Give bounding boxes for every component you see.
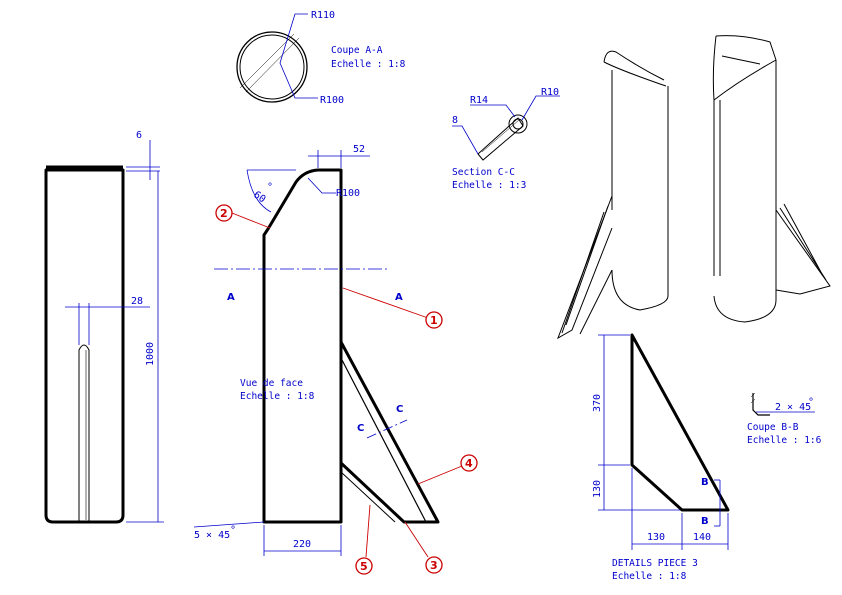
- iso-right-top-edge: [715, 35, 777, 61]
- iso-left-bottom: [611, 269, 669, 311]
- dim-chamfer-leader: [193, 521, 265, 528]
- dim-370-label: 370: [592, 394, 603, 412]
- section-b-mark-top: B: [701, 477, 709, 488]
- dim-chamfer-degree: °: [230, 525, 236, 536]
- section-b-profile: [752, 393, 770, 416]
- balloon-4-circle: [460, 454, 478, 472]
- isometric-view-right: [712, 35, 831, 323]
- section-b-scale: Echelle : 1:6: [747, 435, 822, 446]
- section-c-title: Section C-C: [452, 167, 515, 178]
- iso-left-top-edge: [603, 61, 667, 87]
- section-c-r14-label: R14: [470, 95, 488, 106]
- section-c-circle-inner: [512, 118, 524, 130]
- section-b-hatch-2: [750, 398, 756, 404]
- balloon-3-leader: [404, 521, 429, 558]
- balloon-5-leader: [365, 504, 371, 558]
- section-c-mark-left: C: [357, 423, 364, 434]
- section-a-scale: Echelle : 1:8: [331, 59, 406, 70]
- isometric-view-left: [557, 50, 669, 340]
- dim-130v-label: 130: [592, 480, 603, 498]
- dim-28-label: 28: [131, 296, 143, 307]
- iso-left-top-cut: [603, 50, 665, 81]
- section-a-radius-leaders: [279, 13, 318, 99]
- section-b-mark-bottom: B: [701, 516, 709, 527]
- dim-60-arc: [246, 169, 272, 213]
- section-c-r10-leader: [521, 95, 560, 121]
- piece-3-detail: 370 130 130 140 B B DETAILS PIECE 3 Eche…: [592, 333, 730, 582]
- part-balloons: 1 2 3 4 5: [215, 204, 478, 575]
- section-a-hatch-2: [239, 33, 295, 89]
- section-a-inner-radius: R100: [320, 95, 344, 106]
- iso-right-top-line: [721, 55, 761, 65]
- front-view-gusset: [339, 341, 440, 524]
- balloon-2-label: 2: [220, 207, 228, 220]
- iso-right-gusset-lines: [779, 203, 827, 281]
- dim-60-label: 60: [251, 189, 267, 205]
- dim-220-label: 220: [293, 539, 311, 550]
- side-view-slot: [78, 344, 90, 522]
- section-c-c: R14 R10 8 Section C-C Echelle : 1:3: [452, 87, 560, 191]
- front-view-gusset-inner: [340, 357, 427, 523]
- section-a-outer-circle: [236, 31, 308, 103]
- section-b-chamfer-label: 2 × 45: [775, 402, 811, 413]
- balloon-2-circle: [215, 204, 233, 222]
- piece-3-outline: [630, 333, 730, 512]
- balloon-5-circle: [355, 557, 373, 575]
- dim-6-label: 6: [136, 130, 142, 141]
- section-c-axis: [366, 419, 408, 439]
- iso-left-gusset-edge: [579, 269, 613, 335]
- balloon-3-label: 3: [430, 559, 438, 572]
- dim-chamfer-label: 5 × 45: [194, 530, 230, 541]
- front-view: A A 52 R100 60 ° Vue de face Echelle : 1…: [193, 144, 440, 556]
- section-b-hatch-1: [750, 392, 756, 398]
- section-a-mark-left: A: [227, 292, 235, 303]
- section-a-mark-right: A: [395, 292, 403, 303]
- section-c-scale: Echelle : 1:3: [452, 180, 526, 191]
- dim-1000-label: 1000: [145, 342, 156, 366]
- section-a-hatch-1: [245, 37, 300, 93]
- balloon-3-circle: [425, 556, 443, 574]
- balloon-5-label: 5: [360, 560, 368, 573]
- side-view: 6 1000 28: [44, 130, 164, 524]
- dim-140-label: 140: [693, 532, 711, 543]
- iso-right-top-face: [712, 35, 777, 101]
- piece-3-scale: Echelle : 1:8: [612, 571, 687, 582]
- section-c-r14-leader: [470, 104, 516, 118]
- iso-right-gusset: [775, 209, 831, 295]
- section-a-inner-circle: [239, 34, 305, 100]
- balloon-2-leader: [231, 212, 271, 229]
- front-view-scale: Echelle : 1:8: [240, 391, 315, 402]
- dim-r100-leader: [307, 177, 336, 194]
- dim-60-degree-symbol: °: [267, 182, 273, 193]
- section-b-title: Coupe B-B: [747, 422, 799, 433]
- front-view-title: Vue de face: [240, 378, 303, 389]
- balloon-1-leader: [342, 287, 429, 319]
- section-c-profile: [477, 117, 524, 161]
- dim-130h-label: 130: [647, 532, 665, 543]
- section-a-title: Coupe A-A: [331, 45, 383, 56]
- dim-52-label: 52: [353, 144, 365, 155]
- section-c-8-label: 8: [452, 115, 458, 126]
- balloon-4-leader: [417, 465, 463, 485]
- balloon-4-label: 4: [465, 457, 473, 470]
- front-view-gusset-lower: [340, 471, 396, 523]
- section-c-circle-outer: [508, 114, 528, 134]
- section-a-a: R110 R100 Coupe A-A Echelle : 1:8: [236, 10, 406, 106]
- dim-r100-label: R100: [336, 188, 360, 199]
- piece-3-title: DETAILS PIECE 3: [612, 558, 698, 569]
- iso-right-bottom: [713, 295, 777, 323]
- balloon-1-label: 1: [430, 314, 438, 327]
- side-view-outline: [44, 168, 125, 524]
- section-c-8-leader: [452, 125, 479, 155]
- section-c-r10-label: R10: [541, 87, 559, 98]
- section-b-chamfer-degree: °: [808, 397, 814, 408]
- iso-left-gusset-lines: [561, 205, 609, 334]
- section-c-mark-right: C: [396, 404, 403, 415]
- balloon-1-circle: [425, 311, 443, 329]
- section-a-outer-radius: R110: [311, 10, 335, 21]
- front-view-outline: [262, 168, 343, 524]
- section-b-b: 2 × 45 ° Coupe B-B Echelle : 1:6: [747, 392, 822, 446]
